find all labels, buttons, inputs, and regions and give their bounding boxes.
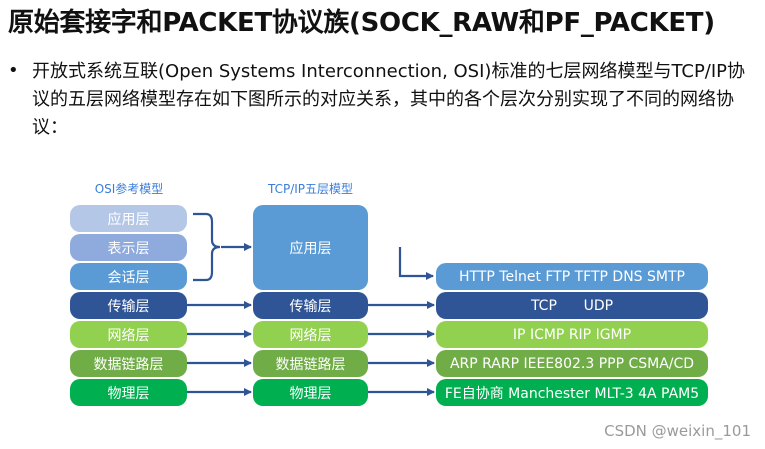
osi-presentation-layer: 表示层 <box>70 234 187 261</box>
protocols-network: IP ICMP RIP IGMP <box>436 321 708 348</box>
brace-connector <box>193 212 221 282</box>
osi-application-layer: 应用层 <box>70 205 187 232</box>
osi-physical-layer: 物理层 <box>70 379 187 406</box>
protocols-datalink: ARP RARP IEEE802.3 PPP CSMA/CD <box>436 350 708 377</box>
page-title: 原始套接字和PACKET协议族(SOCK_RAW和PF_PACKET) <box>8 8 715 38</box>
tcpip-network-layer: 网络层 <box>253 321 368 348</box>
tcpip-transport-layer: 传输层 <box>253 292 368 319</box>
osi-datalink-layer: 数据链路层 <box>70 350 187 377</box>
protocols-physical: FE自协商 Manchester MLT-3 4A PAM5 <box>436 379 708 406</box>
protocols-transport: TCP UDP <box>436 292 708 319</box>
tcpip-datalink-layer: 数据链路层 <box>253 350 368 377</box>
osi-transport-layer: 传输层 <box>70 292 187 319</box>
watermark-text: CSDN @weixin_101 <box>604 422 751 440</box>
description-paragraph: 开放式系统互联(Open Systems Interconnection, OS… <box>32 61 746 138</box>
osi-network-layer: 网络层 <box>70 321 187 348</box>
bullet-icon: • <box>8 60 19 81</box>
osi-session-layer: 会话层 <box>70 263 187 290</box>
tcpip-application-layer: 应用层 <box>253 205 368 290</box>
tcpip-model-label: TCP/IP五层模型 <box>267 182 354 196</box>
osi-model-label: OSI参考模型 <box>94 182 164 196</box>
protocols-application: HTTP Telnet FTP TFTP DNS SMTP <box>436 263 708 290</box>
arrow-application-to-protocols <box>398 247 434 280</box>
tcpip-physical-layer: 物理层 <box>253 379 368 406</box>
